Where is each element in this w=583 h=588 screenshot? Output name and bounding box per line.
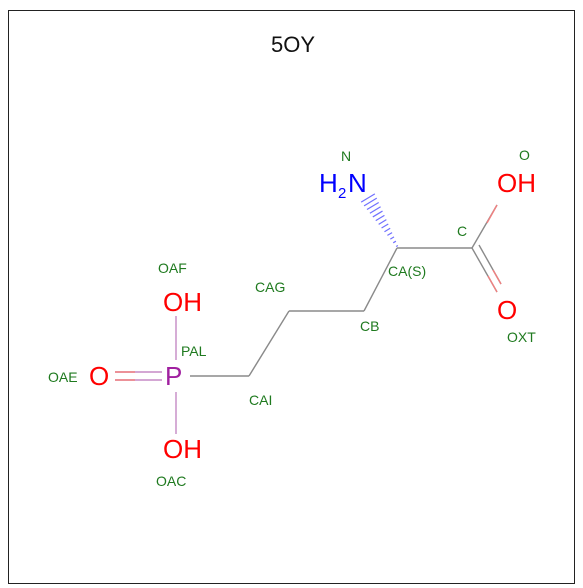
label-oac: OAC bbox=[156, 473, 186, 489]
hash-stroke bbox=[378, 219, 387, 225]
hash-stroke bbox=[390, 236, 395, 240]
label-pal: PAL bbox=[181, 343, 207, 359]
label-oxt: OXT bbox=[507, 329, 536, 345]
label-n: N bbox=[341, 148, 351, 164]
amine-group: H 2 N bbox=[319, 168, 367, 202]
carbon-chain-bonds bbox=[190, 204, 502, 377]
atom-name-labels: N O C CA(S) CB CAG CAI PAL OAF OAE OAC O… bbox=[48, 147, 536, 489]
label-c: C bbox=[457, 223, 467, 239]
hash-stroke bbox=[381, 223, 389, 229]
bond-ca-cb bbox=[363, 247, 398, 312]
phosphate-bonds bbox=[115, 316, 177, 434]
label-oaf: OAF bbox=[158, 260, 187, 276]
hash-stroke bbox=[366, 201, 379, 211]
hash-stroke bbox=[375, 214, 385, 222]
hash-stroke bbox=[363, 197, 378, 207]
label-ca: CA(S) bbox=[388, 263, 426, 279]
hash-stroke bbox=[387, 232, 393, 236]
atom-h-sub: 2 bbox=[338, 185, 346, 202]
atom-oh-oac: OH bbox=[163, 434, 202, 464]
hash-stroke bbox=[369, 206, 381, 214]
label-cag: CAG bbox=[255, 279, 285, 295]
diagram-frame bbox=[8, 10, 575, 584]
bond-cag-cai bbox=[248, 310, 290, 377]
hash-stroke bbox=[372, 210, 383, 218]
hash-stroke bbox=[392, 240, 397, 244]
hash-stroke bbox=[360, 193, 376, 203]
hash-stroke bbox=[384, 227, 391, 233]
atom-p: P bbox=[165, 361, 182, 391]
stereo-hash-wedge bbox=[360, 193, 399, 248]
label-oae: OAE bbox=[48, 369, 78, 385]
atom-o-carbonyl: O bbox=[497, 295, 517, 325]
hash-stroke bbox=[395, 244, 399, 248]
carbonyl-bond-tints bbox=[486, 204, 502, 293]
atom-h: H bbox=[319, 168, 338, 198]
atom-n: N bbox=[348, 168, 367, 198]
atom-o-oae: O bbox=[89, 361, 109, 391]
atom-oh-carboxyl: OH bbox=[497, 168, 536, 198]
label-cai: CAI bbox=[249, 392, 272, 408]
label-cb: CB bbox=[360, 318, 379, 334]
diagram-title: 5OY bbox=[271, 32, 315, 57]
label-o: O bbox=[519, 147, 530, 163]
atom-oh-oaf: OH bbox=[163, 287, 202, 317]
